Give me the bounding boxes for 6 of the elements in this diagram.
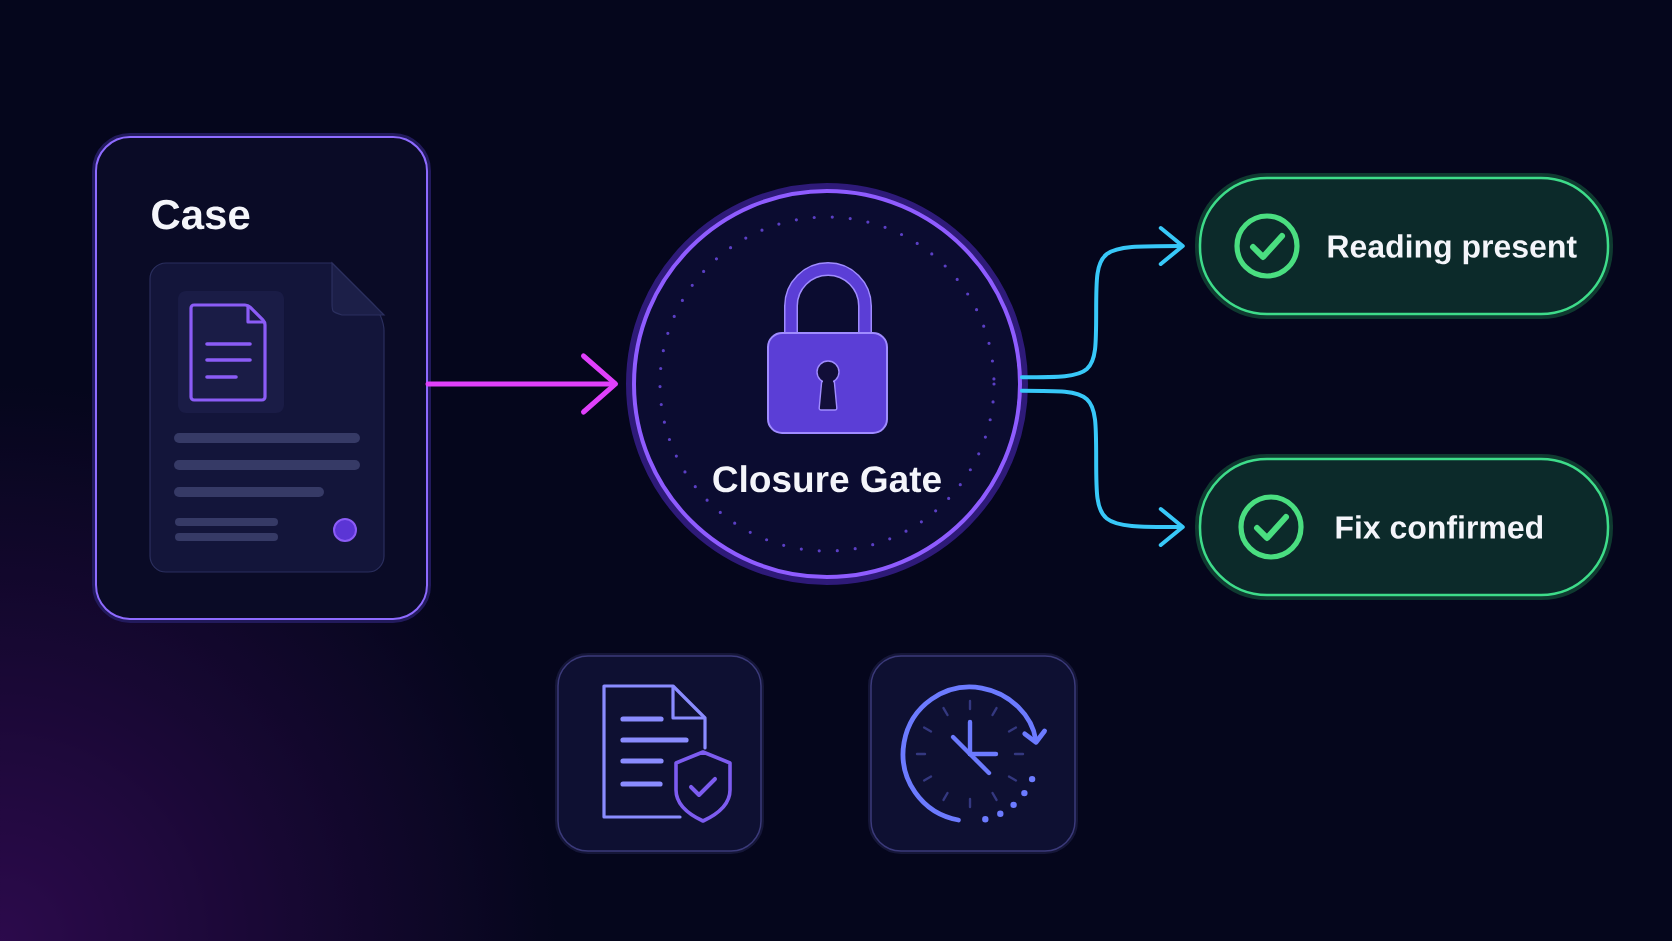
arrow bbox=[1019, 388, 1185, 547]
pill: Reading present bbox=[1195, 173, 1613, 319]
arrow bbox=[1019, 226, 1185, 380]
pill: Fix confirmed bbox=[1195, 454, 1613, 600]
arrow bbox=[425, 353, 618, 415]
icon-tile bbox=[868, 653, 1078, 854]
